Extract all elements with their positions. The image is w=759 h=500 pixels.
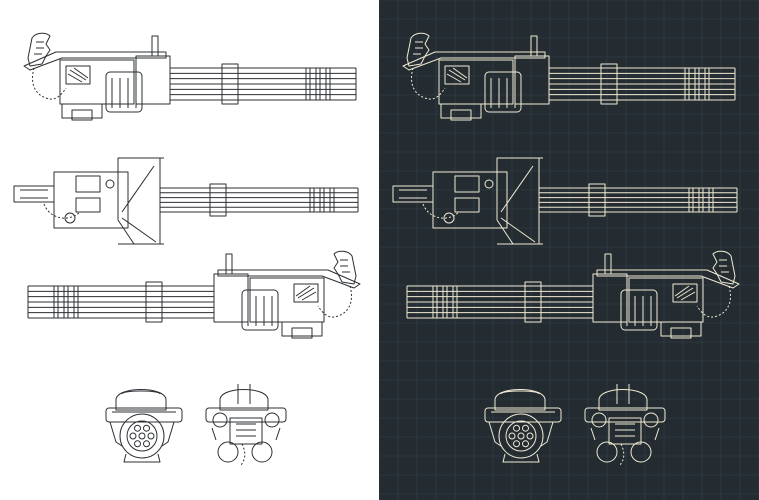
front-view	[105, 389, 183, 463]
side-view-left	[23, 32, 357, 121]
side-view-right	[406, 250, 740, 339]
light-panel	[0, 0, 379, 500]
side-view-right	[27, 250, 361, 339]
dark-drawing	[379, 0, 759, 500]
top-view	[392, 157, 738, 245]
rear-view	[584, 384, 666, 467]
light-drawing	[13, 32, 361, 467]
rear-view	[205, 384, 287, 467]
top-view	[13, 157, 359, 245]
dark-panel	[379, 0, 759, 500]
front-view	[484, 389, 562, 463]
side-view-left	[402, 32, 736, 121]
grid-lines	[379, 0, 759, 500]
